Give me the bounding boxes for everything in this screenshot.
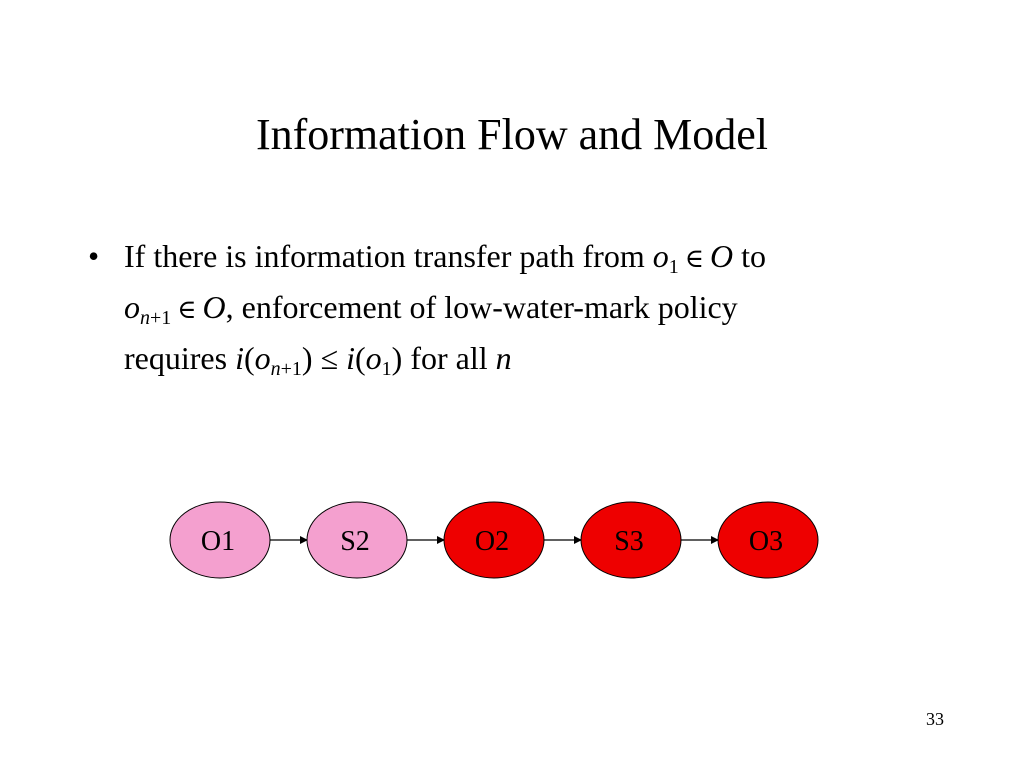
text-segment: If there is information transfer path fr… bbox=[124, 238, 645, 274]
node-ellipse bbox=[717, 501, 819, 579]
node-o3: O3 bbox=[717, 501, 819, 579]
math-var: n bbox=[495, 340, 512, 376]
text-segment: ( bbox=[355, 340, 366, 376]
bullet-text: If there is information transfer path fr… bbox=[124, 232, 964, 382]
math-var: O bbox=[202, 289, 226, 325]
nodes-layer: O1 S2 O2 S3 O3 bbox=[169, 501, 819, 579]
node-ellipse bbox=[443, 501, 545, 579]
text-segment: +1 bbox=[280, 358, 302, 380]
text-segment: ) bbox=[301, 340, 313, 376]
element-of-symbol: ∈ bbox=[684, 244, 704, 274]
math-var: n bbox=[270, 358, 281, 380]
slide-title: Information Flow and Model bbox=[255, 110, 769, 159]
math-subscript: 1 bbox=[381, 358, 392, 380]
node-label: O2 bbox=[475, 526, 509, 557]
node-label: S3 bbox=[614, 526, 644, 557]
text-segment: ( bbox=[243, 340, 255, 376]
node-ellipse bbox=[580, 501, 682, 579]
node-s2: S2 bbox=[306, 501, 408, 579]
bullet-line-2: on+1∈O, enforcement of low-water-mark po… bbox=[124, 283, 964, 334]
math-subscript: 1 bbox=[668, 256, 679, 278]
text-segment: ) bbox=[391, 340, 403, 376]
node-label: O3 bbox=[749, 526, 783, 557]
bullet-line-1: If there is information transfer path fr… bbox=[124, 232, 964, 283]
math-var: o bbox=[124, 289, 140, 325]
node-label: O1 bbox=[201, 526, 235, 557]
math-var: n bbox=[140, 307, 150, 329]
text-segment: +1 bbox=[150, 307, 172, 329]
math-var: i bbox=[346, 340, 355, 376]
node-s3: S3 bbox=[580, 501, 682, 579]
math-subscript: n+1 bbox=[140, 307, 171, 329]
math-var: o bbox=[254, 340, 271, 376]
node-o1: O1 bbox=[169, 501, 271, 579]
page-number: 33 bbox=[926, 709, 944, 729]
math-var: o bbox=[365, 340, 382, 376]
math-var: O bbox=[709, 238, 734, 274]
math-subscript: n+1 bbox=[271, 358, 302, 380]
text-segment: , enforcement of low-water-mark policy bbox=[225, 289, 738, 325]
node-ellipse bbox=[169, 501, 271, 579]
node-ellipse bbox=[306, 501, 408, 579]
bullet-line-3: requires i(on+1) ≤ i(o1) for all n bbox=[124, 334, 964, 382]
leq-symbol: ≤ bbox=[320, 340, 339, 376]
math-var: o bbox=[652, 238, 669, 274]
math-var: i bbox=[235, 340, 244, 376]
text-segment: for all bbox=[410, 340, 488, 376]
node-o2: O2 bbox=[443, 501, 545, 579]
node-label: S2 bbox=[340, 526, 370, 557]
element-of-symbol: ∈ bbox=[177, 295, 197, 325]
text-segment: requires bbox=[124, 340, 228, 376]
text-segment: to bbox=[741, 238, 766, 274]
bullet-marker: • bbox=[88, 238, 100, 274]
